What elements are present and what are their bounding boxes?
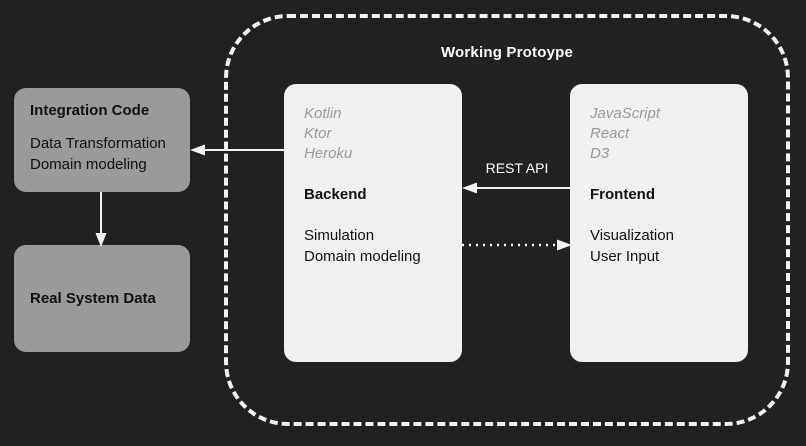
connector-integration-code-to-real-system-data — [95, 192, 107, 247]
tech-item: Kotlin — [304, 105, 342, 122]
tech-item: Ktor — [304, 125, 332, 142]
node-frontend-tech-list: JavaScript React D3 — [590, 104, 732, 164]
node-backend-title: Backend — [304, 186, 367, 203]
node-real-system-data[interactable]: Real System Data — [14, 245, 190, 352]
arrowhead-left-icon — [190, 144, 205, 156]
connector-label-rest-api: REST API — [485, 160, 549, 176]
detail-item: Data Transformation — [30, 135, 166, 152]
node-backend-details: Simulation Domain modeling — [304, 225, 446, 267]
node-integration-code-details: Data Transformation Domain modeling — [30, 133, 176, 175]
node-integration-code-title: Integration Code — [30, 102, 150, 119]
node-frontend[interactable]: JavaScript React D3 Frontend Visualizati… — [570, 84, 748, 362]
node-frontend-title: Frontend — [590, 186, 655, 203]
arrowhead-down-icon — [95, 233, 107, 247]
node-real-system-data-content: Real System Data — [14, 245, 190, 352]
node-backend-tech-list: Kotlin Ktor Heroku — [304, 104, 446, 164]
connector-backend-to-integration-code — [190, 144, 286, 156]
tech-item: Heroku — [304, 145, 353, 162]
detail-item: Domain modeling — [30, 156, 147, 173]
connector-frontend-to-backend — [462, 182, 572, 194]
node-frontend-content: JavaScript React D3 Frontend Visualizati… — [570, 84, 748, 267]
node-integration-code[interactable]: Integration Code Data Transformation Dom… — [14, 88, 190, 192]
arrowhead-right-icon — [557, 239, 572, 251]
node-integration-code-content: Integration Code Data Transformation Dom… — [14, 88, 190, 175]
tech-item: D3 — [590, 145, 610, 162]
detail-item: Visualization — [590, 227, 674, 244]
detail-item: Domain modeling — [304, 248, 421, 265]
tech-item: React — [590, 125, 630, 142]
node-real-system-data-title: Real System Data — [30, 290, 156, 307]
detail-item: Simulation — [304, 227, 375, 244]
working-prototype-group-boundary — [224, 14, 790, 426]
working-prototype-group-title: Working Protoype — [440, 44, 574, 61]
node-backend-content: Kotlin Ktor Heroku Backend Simulation Do… — [284, 84, 462, 267]
connector-backend-to-frontend — [462, 239, 572, 251]
node-frontend-details: Visualization User Input — [590, 225, 732, 267]
detail-item: User Input — [590, 248, 660, 265]
tech-item: JavaScript — [590, 105, 661, 122]
node-backend[interactable]: Kotlin Ktor Heroku Backend Simulation Do… — [284, 84, 462, 362]
arrowhead-left-icon — [462, 182, 477, 194]
